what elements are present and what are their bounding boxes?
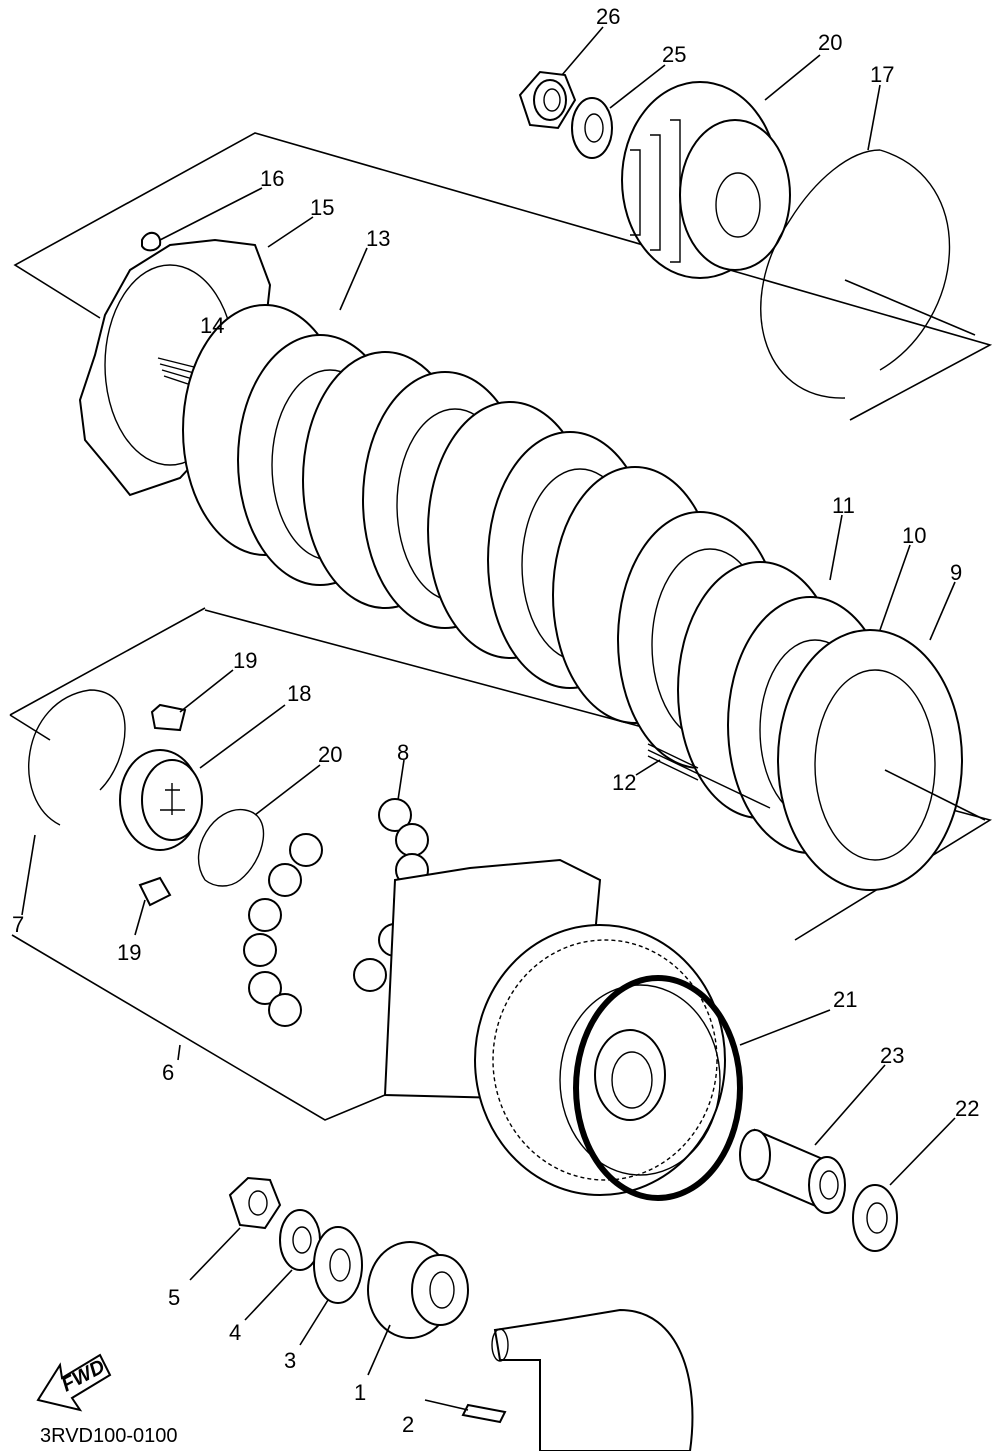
upper-group-bracket [13,132,993,421]
callout-4: 4 [229,1320,241,1345]
wire-circlip-17 [760,149,976,399]
clutch-boss-21 [621,81,791,279]
callout-11: 11 [832,493,855,518]
callout-24: 23 [880,1043,904,1068]
mid-group-divider [9,607,206,716]
callout-25: 25 [662,42,686,67]
clutch-housing-6 [383,858,726,1196]
fwd-arrow-icon: FWD [36,1353,112,1412]
callout-18: 18 [287,681,311,706]
callout-6: 6 [162,1060,174,1085]
washer-25 [571,97,613,159]
sleeve-24 [739,1128,846,1214]
circlip-7 [28,689,126,826]
leader-lines [21,26,956,1411]
callout-3: 3 [284,1348,296,1373]
callout-20: 20 [318,742,342,767]
callout-5: 5 [168,1285,180,1310]
lower-group-bracket [9,714,51,741]
callout-7: 7 [12,912,24,937]
callout-16: 16 [260,166,284,191]
callout-15: 15 [310,195,334,220]
callout-14: 14 [200,313,224,338]
plate-9 [777,629,986,891]
damper-19-lower [138,876,172,907]
damper-19-upper [150,703,187,732]
clip-16 [141,231,162,252]
drawing-code: 3RVD100-0100 [40,1425,178,1447]
circlip-20 [198,809,265,887]
callout-19-upper: 19 [233,648,257,673]
washer-23 [852,1184,898,1252]
washer-4 [279,1209,321,1271]
callout-12: 12 [612,770,636,795]
callout-21: 20 [818,30,842,55]
key-2 [461,1403,507,1424]
callout-2: 2 [402,1412,414,1437]
nut-26 [518,70,577,130]
cam-18 [119,749,203,851]
callout-1: 1 [354,1380,366,1405]
callout-22: 21 [833,987,857,1012]
highlight-ring-22 [573,975,743,1201]
callout-labels: 26 25 20 17 16 15 13 14 11 10 9 12 19 18… [12,4,979,1437]
callout-17: 17 [870,62,894,87]
callout-13: 13 [366,226,390,251]
upper-group-bracket-lower [204,609,993,941]
drive-gear-1 [367,1241,469,1339]
crankshaft [491,1308,694,1451]
callout-8: 8 [397,740,409,765]
nut-5 [228,1176,282,1230]
callout-10: 10 [902,523,926,548]
washer-3 [313,1226,363,1304]
callout-23: 22 [955,1096,979,1121]
push-rod-12 [647,743,771,809]
balls-left [243,833,323,1027]
callout-26: 26 [596,4,620,29]
callout-19-lower: 19 [117,940,141,965]
spring-14 [157,357,199,387]
callout-9: 9 [950,560,962,585]
lower-group-bracket-6 [11,934,386,1121]
